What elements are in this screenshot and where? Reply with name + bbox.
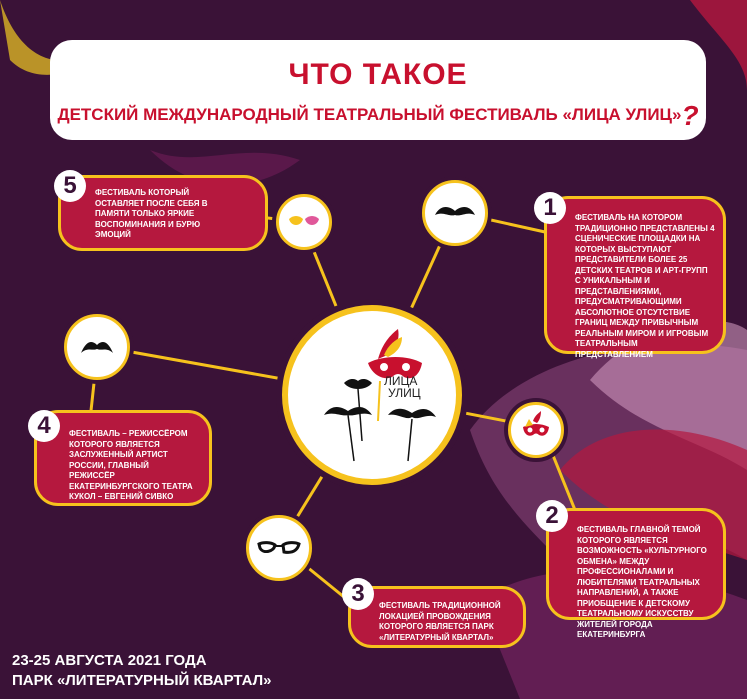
fact-text: ФЕСТИВАЛЬ ТРАДИЦИОННОЙ ЛОКАЦИЕЙ ПРОВОЖДЕ… xyxy=(379,601,501,642)
fact-text: ФЕСТИВАЛЬ – РЕЖИССЁРОМ КОТОРОГО ЯВЛЯЕТСЯ… xyxy=(69,429,193,501)
header-banner: ЧТО ТАКОЕ ДЕТСКИЙ МЕЖДУНАРОДНЫЙ ТЕАТРАЛЬ… xyxy=(50,40,706,140)
page-title: ЧТО ТАКОЕ xyxy=(288,58,468,91)
logo-text: ЛИЦА УЛИЦ xyxy=(384,375,421,399)
fact-card-5: ФЕСТИВАЛЬ КОТОРЫЙ ОСТАВЛЯЕТ ПОСЛЕ СЕБЯ В… xyxy=(58,175,268,251)
masks-logo-icon xyxy=(324,329,436,462)
carnival-mask-icon xyxy=(508,402,564,458)
event-place: ПАРК «ЛИТЕРАТУРНЫЙ КВАРТАЛ» xyxy=(12,672,272,689)
logo-line1: ЛИЦА xyxy=(384,374,418,388)
event-dates: 23-25 АВГУСТА 2021 ГОДА xyxy=(12,652,207,669)
fact-card-4: ФЕСТИВАЛЬ – РЕЖИССЁРОМ КОТОРОГО ЯВЛЯЕТСЯ… xyxy=(34,410,212,506)
fact-card-1: ФЕСТИВАЛЬ НА КОТОРОМ ТРАДИЦИОННО ПРЕДСТА… xyxy=(544,196,726,359)
fact-text: ФЕСТИВАЛЬ ГЛАВНОЙ ТЕМОЙ КОТОРОГО ЯВЛЯЕТС… xyxy=(577,525,707,639)
fact-text: ФЕСТИВАЛЬ КОТОРЫЙ ОСТАВЛЯЕТ ПОСЛЕ СЕБЯ В… xyxy=(95,188,208,239)
fact-number: 5 xyxy=(54,170,86,202)
mustache-icon xyxy=(64,314,130,380)
fact-number: 1 xyxy=(534,192,566,224)
mustache-icon xyxy=(422,180,488,246)
fact-number: 2 xyxy=(536,500,568,532)
fact-number: 3 xyxy=(342,578,374,610)
fact-text: ФЕСТИВАЛЬ НА КОТОРОМ ТРАДИЦИОННО ПРЕДСТА… xyxy=(575,213,715,359)
logo-line2: УЛИЦ xyxy=(388,386,421,400)
glasses-colored-icon xyxy=(276,194,332,250)
page-subtitle: ДЕТСКИЙ МЕЖДУНАРОДНЫЙ ТЕАТРАЛЬНЫЙ ФЕСТИВ… xyxy=(50,100,706,132)
festival-logo: ЛИЦА УЛИЦ xyxy=(282,305,462,485)
fact-card-2: ФЕСТИВАЛЬ ГЛАВНОЙ ТЕМОЙ КОТОРОГО ЯВЛЯЕТС… xyxy=(546,508,726,639)
fact-number: 4 xyxy=(28,410,60,442)
eyeglasses-icon xyxy=(246,515,312,581)
question-mark: ? xyxy=(681,100,699,131)
subtitle-text: ДЕТСКИЙ МЕЖДУНАРОДНЫЙ ТЕАТРАЛЬНЫЙ ФЕСТИВ… xyxy=(57,105,682,124)
fact-card-3: ФЕСТИВАЛЬ ТРАДИЦИОННОЙ ЛОКАЦИЕЙ ПРОВОЖДЕ… xyxy=(348,586,526,648)
